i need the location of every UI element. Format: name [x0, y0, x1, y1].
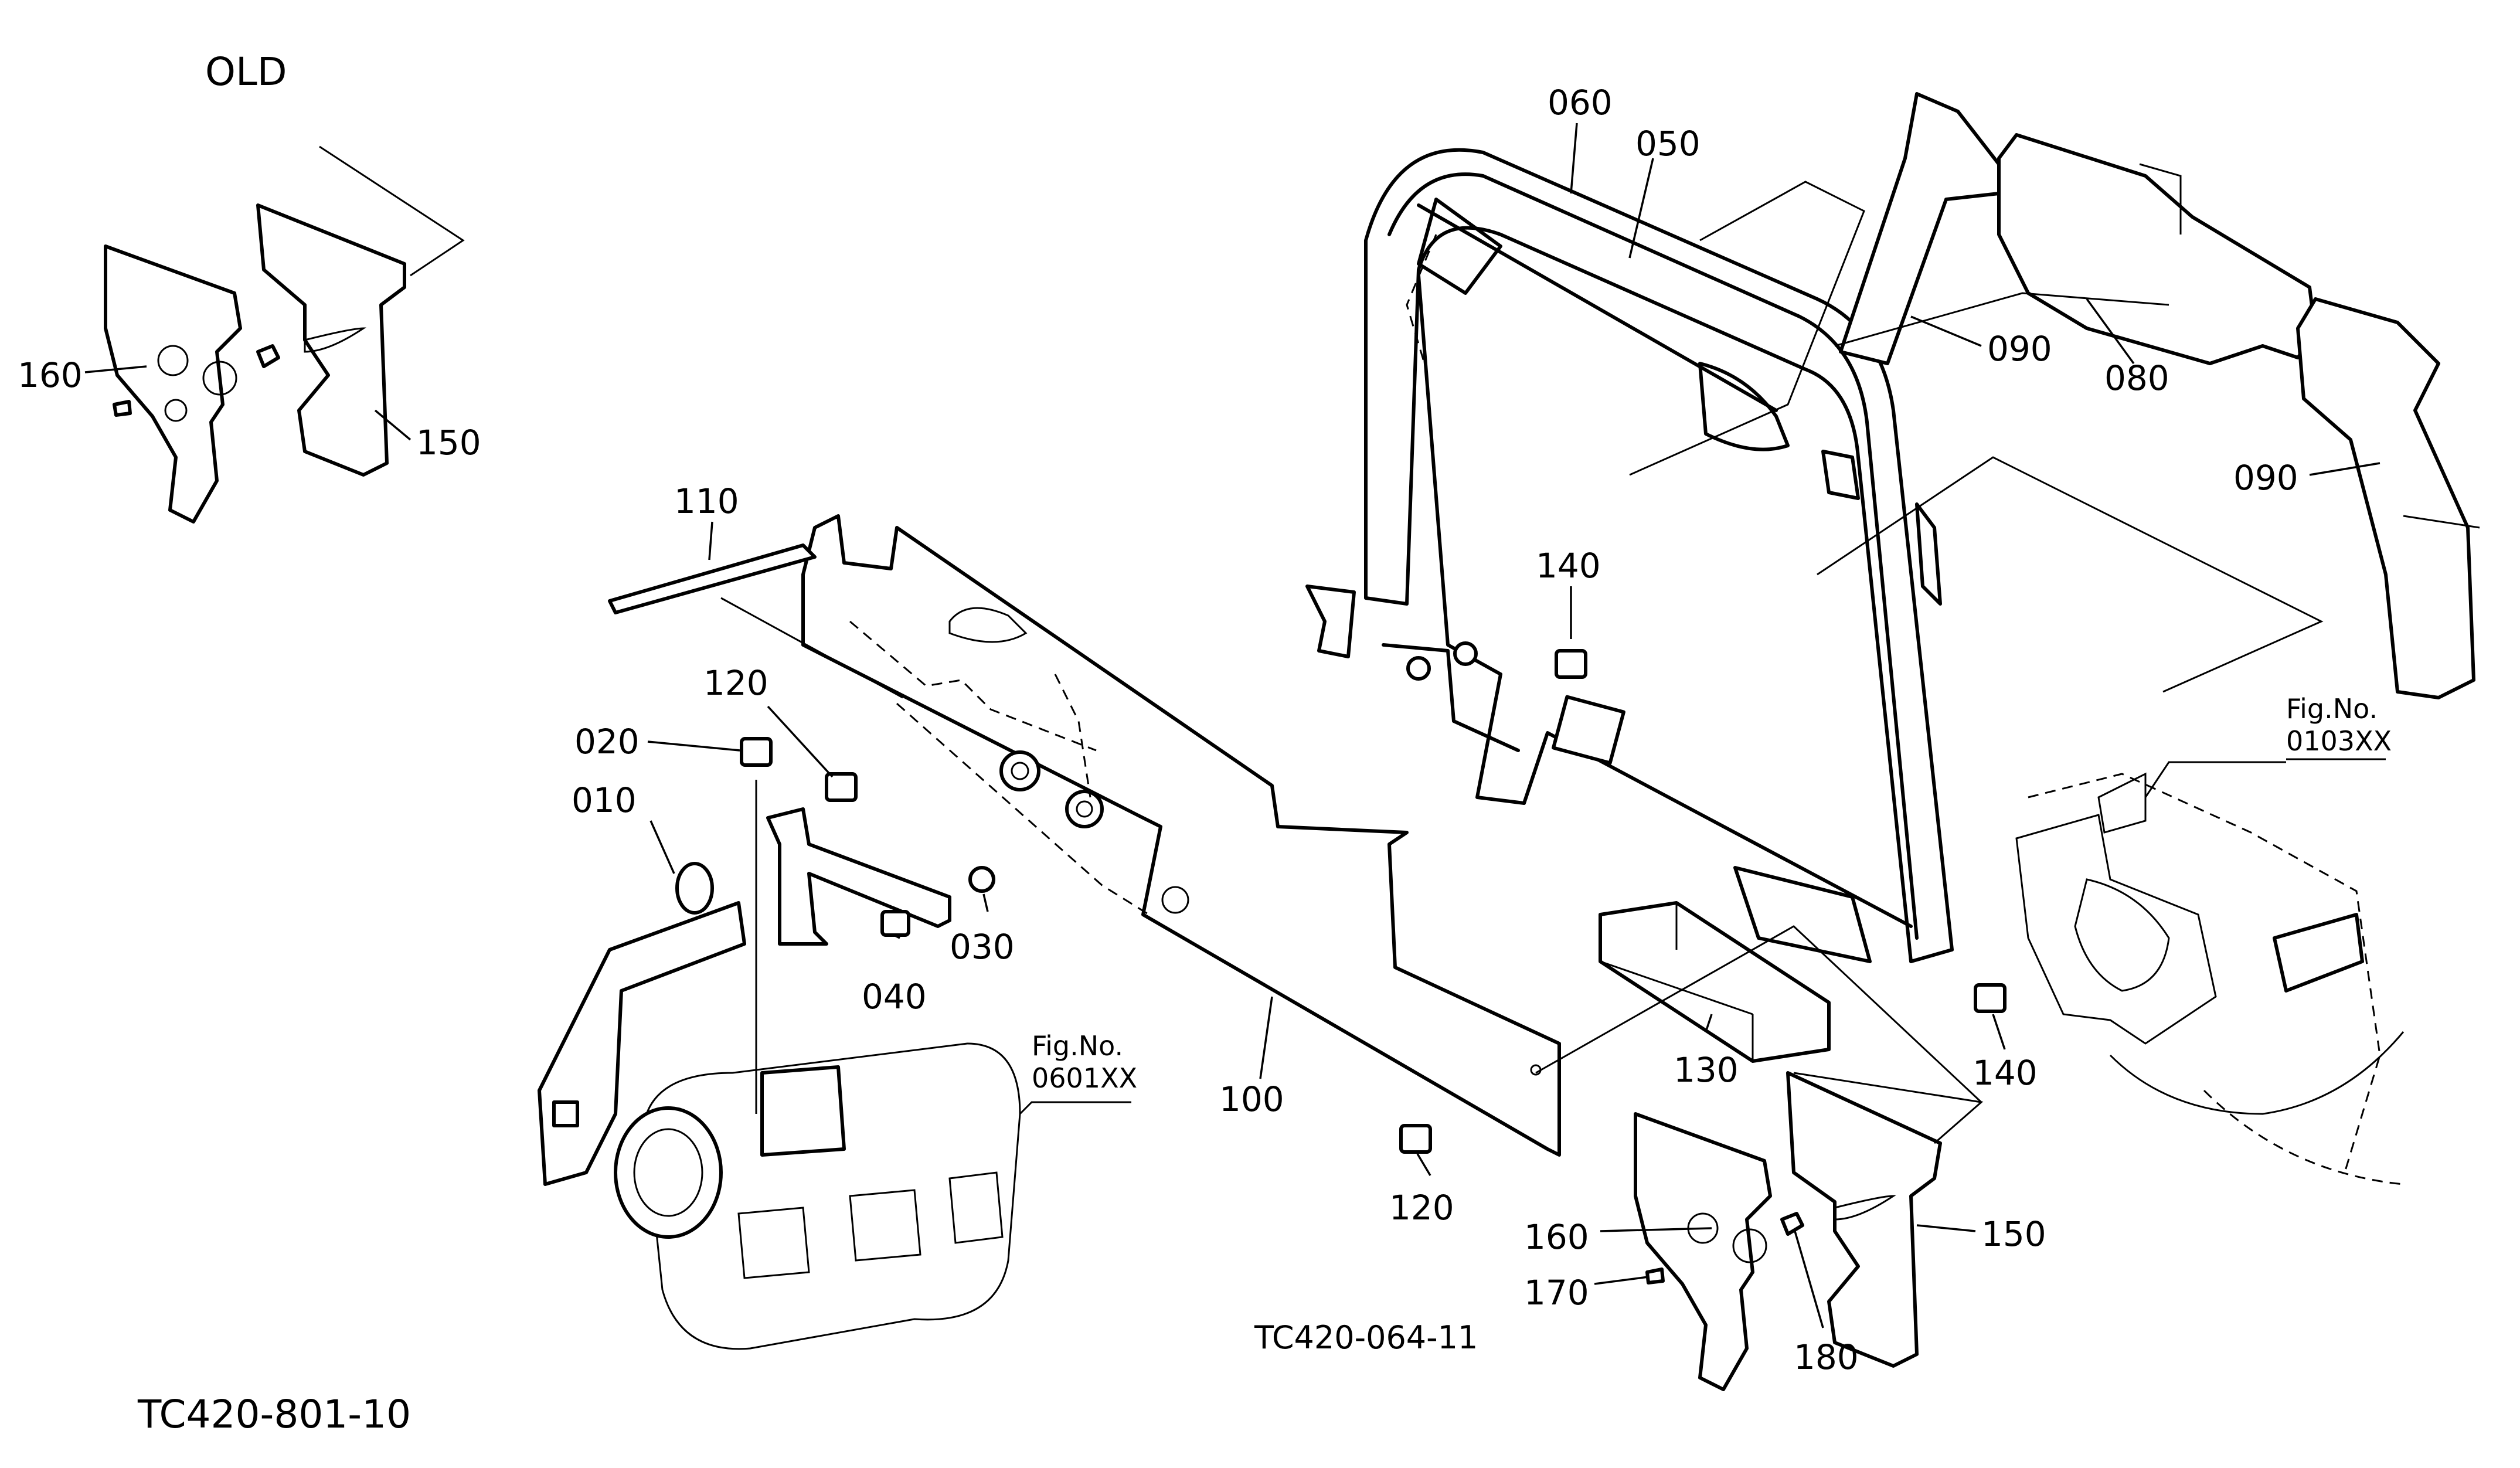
seal-090-left [1839, 92, 2001, 365]
baffle-plate-100 [801, 514, 1561, 1157]
drawing-code-main: TC420-064-11 [1254, 1319, 1478, 1356]
callout-160-main: 160 [1524, 1217, 1589, 1257]
figure-ref-0601: Fig.No. 0601XX [1032, 1030, 1137, 1094]
callout-090-left: 090 [1987, 329, 2052, 369]
bolt-140-upper [1555, 649, 1587, 679]
callout-120-upper: 120 [703, 663, 768, 703]
callout-100: 100 [1219, 1079, 1284, 1119]
callout-160-old: 160 [18, 355, 83, 395]
leader-lines [84, 123, 2380, 1328]
callout-090-right: 090 [2233, 458, 2298, 498]
nut-030 [968, 866, 995, 893]
bolt-120-lower [1399, 1124, 1432, 1154]
fasteners [740, 649, 2007, 1154]
drawing-code-old: TC420-801-10 [137, 1392, 411, 1437]
old-bolt [256, 344, 280, 368]
bolt-140-lower [1974, 983, 2007, 1013]
seal-strip-110 [608, 543, 817, 614]
old-screw [113, 400, 132, 417]
callout-150-main: 150 [1981, 1214, 2046, 1254]
callout-040: 040 [862, 977, 927, 1017]
bolt-180 [1780, 1212, 1804, 1236]
bolt-020 [740, 737, 773, 767]
callout-130: 130 [1674, 1050, 1739, 1090]
baffle-plate [801, 514, 1561, 1157]
callout-150-old: 150 [416, 423, 481, 463]
old-label: OLD [205, 49, 287, 94]
old-plate-160 [104, 244, 242, 524]
figure-ref-0103: Fig.No. 0103XX [2286, 693, 2392, 760]
screw-170 [1645, 1267, 1665, 1284]
figure-ref-number: 0601XX [1032, 1062, 1137, 1094]
old-inset [104, 145, 465, 524]
bolt-040 [880, 910, 910, 937]
callout-110: 110 [674, 481, 739, 521]
callout-020: 020 [574, 722, 640, 762]
callout-030: 030 [950, 927, 1015, 967]
callout-050: 050 [1635, 124, 1701, 164]
plate-150 [1786, 1071, 1942, 1368]
callout-140-upper: 140 [1536, 546, 1601, 586]
callout-labels: 060 050 090 080 090 110 140 120 020 010 … [18, 83, 2298, 1377]
figure-ref-number: 0103XX [2286, 725, 2392, 757]
bolt-120-upper [825, 772, 858, 802]
callout-060: 060 [1548, 83, 1613, 123]
seal-090-right [2296, 297, 2475, 699]
figure-ref-label: Fig.No. [2286, 693, 2378, 725]
lift-bracket-010 [538, 901, 746, 1186]
callout-170: 170 [1524, 1273, 1589, 1313]
callout-140-lower: 140 [1973, 1053, 2038, 1093]
callout-080: 080 [2104, 358, 2169, 398]
engine-block [2015, 761, 2405, 1185]
figure-ref-label: Fig.No. [1032, 1030, 1123, 1062]
foam-seals [1629, 92, 2480, 699]
plate-160 [1634, 1112, 1772, 1391]
bracket-040 [766, 807, 951, 946]
fan-shroud-frame [1305, 148, 1954, 963]
callout-180: 180 [1794, 1337, 1859, 1377]
old-plate-150 [256, 203, 406, 477]
exhaust-manifold [614, 1042, 1131, 1350]
plates-main [1634, 1071, 1984, 1391]
callout-120-lower: 120 [1389, 1188, 1454, 1228]
callout-010: 010 [572, 780, 637, 820]
